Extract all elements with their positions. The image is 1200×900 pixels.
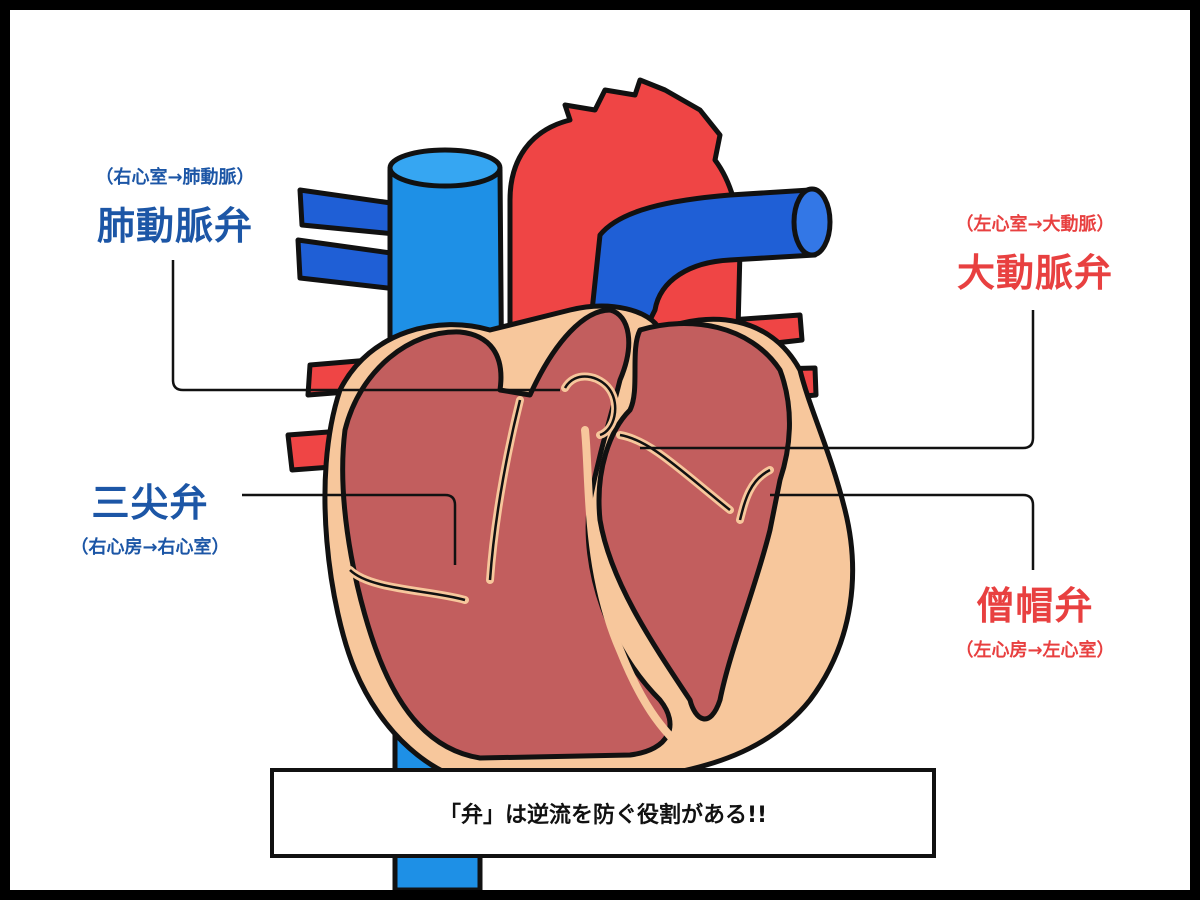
leader-line-aortic-valve <box>640 310 1035 450</box>
pulmonary-artery-opening <box>791 186 833 258</box>
mitral-valve-name: 僧帽弁 <box>976 584 1094 628</box>
pulmonary-valve-label-group: （右心室→肺動脈） 肺動脈弁 <box>70 163 280 250</box>
leader-line-mitral-valve <box>770 493 1035 570</box>
vena-cava-opening <box>387 147 503 189</box>
aortic-valve-flow: （左心室→大動脈） <box>955 214 1115 235</box>
tricuspid-valve-flow: （右心房→右心室） <box>70 537 230 558</box>
aortic-valve-name: 大動脈弁 <box>956 251 1113 295</box>
illustration-panel: （右心室→肺動脈） 肺動脈弁 （左心室→大動脈） 大動脈弁 三尖弁 （右心房→右… <box>10 10 1190 890</box>
pulmonary-valve-name: 肺動脈弁 <box>96 204 253 248</box>
aortic-valve-leaflet-outline <box>619 433 731 511</box>
tricuspid-valve-label-group: 三尖弁 （右心房→右心室） <box>50 472 250 559</box>
pulmonary-valve-leaflet-outline <box>563 375 617 437</box>
mitral-valve-label-group: 僧帽弁 （左心房→左心室） <box>930 575 1140 662</box>
tricuspid-valve-name: 三尖弁 <box>91 481 209 525</box>
pulmonary-valve-flow: （右心室→肺動脈） <box>95 167 255 188</box>
right-heart-chamber <box>340 307 673 761</box>
tricuspid-valve-leaflet-outline <box>349 569 466 602</box>
mitral-valve-flow: （左心房→左心室） <box>955 640 1115 661</box>
leader-line-tricuspid-valve <box>242 493 457 565</box>
left-heart-chamber <box>596 321 792 722</box>
interventricular-septum <box>581 426 694 759</box>
caption-text: 「弁」は逆流を防ぐ役割がある!! <box>438 803 768 828</box>
pulmonary-artery <box>587 187 818 343</box>
tricuspid-valve-leaflet-outline <box>488 399 522 581</box>
mitral-valve-leaflet-outline <box>738 468 771 521</box>
aortic-valve-label-group: （左心室→大動脈） 大動脈弁 <box>930 210 1140 297</box>
caption-box: 「弁」は逆流を防ぐ役割がある!! <box>270 768 936 858</box>
heart-illustration <box>171 77 1035 890</box>
leader-line-pulmonary-valve <box>171 260 560 392</box>
